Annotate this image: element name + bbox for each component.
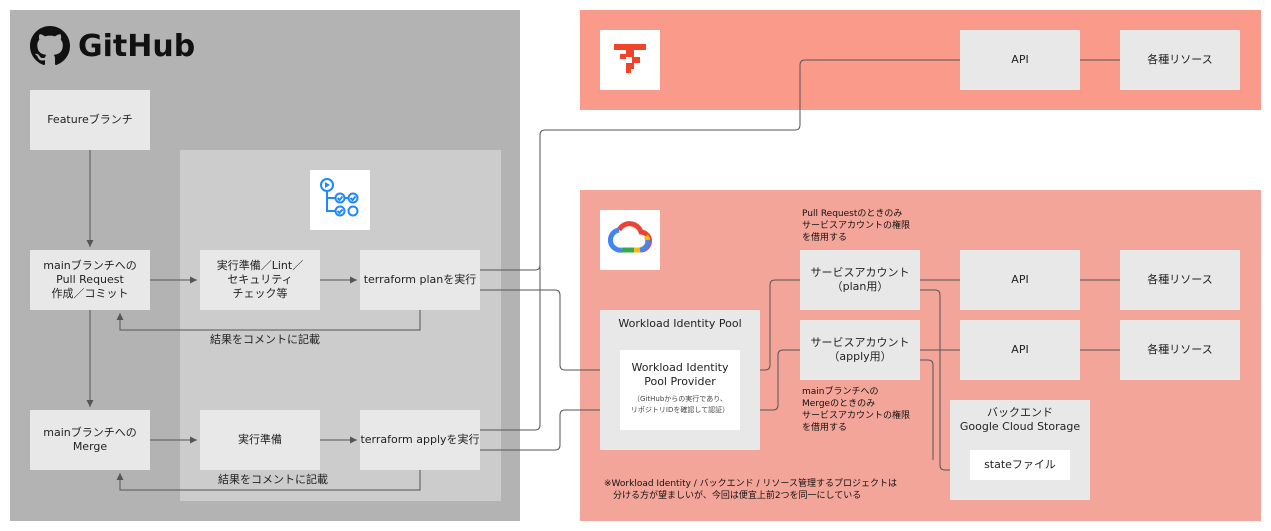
service-account-apply-box: サービスアカウント （apply用）: [800, 320, 920, 380]
footnote: ※Workload Identity / バックエンド / リソース管理するプロ…: [604, 479, 897, 501]
terraform-apply-box: terraform applyを実行: [360, 410, 480, 470]
pull-request-box: mainブランチへの Pull Request 作成／コミット: [30, 250, 150, 310]
terraform-resources-box: 各種リソース: [1120, 30, 1240, 90]
comment-result-label: 結果をコメントに記載: [218, 473, 328, 486]
workload-identity-pool-provider: Workload Identity Pool Provider （GitHubか…: [620, 350, 740, 430]
provider-note: （GitHubからの実行であり、 リポジトリIDを確認して認証）: [630, 395, 730, 414]
google-cloud-icon: [607, 220, 652, 260]
terraform-logo: [600, 30, 660, 90]
merge-note: mainブランチへの Mergeのときのみ サービスアカウントの権限 を借用する: [802, 387, 911, 433]
workload-identity-pool-title: Workload Identity Pool: [618, 317, 742, 330]
github-logo: GitHub: [30, 24, 195, 68]
terraform-plan-box: terraform planを実行: [360, 250, 480, 310]
feature-branch-box: Featureブランチ: [30, 90, 150, 150]
service-account-plan-box: サービスアカウント （plan用）: [800, 250, 920, 310]
github-actions-icon: [318, 176, 362, 224]
gcp-resources-box: 各種リソース: [1120, 320, 1240, 380]
comment-result-label: 結果をコメントに記載: [210, 333, 320, 346]
google-cloud-logo: [600, 210, 660, 270]
merge-box: mainブランチへの Merge: [30, 410, 150, 470]
terraform-api-box: API: [960, 30, 1080, 90]
gcp-resources-box: 各種リソース: [1120, 250, 1240, 310]
terraform-logo-icon: [612, 40, 648, 80]
github-actions-logo: [310, 170, 370, 230]
state-file-box: stateファイル: [970, 450, 1070, 480]
github-icon: [30, 26, 70, 66]
prep-box: 実行準備: [200, 410, 320, 470]
pr-note: Pull Requestのときのみ サービスアカウントの権限 を借用する: [802, 209, 911, 243]
gcp-api-box: API: [960, 320, 1080, 380]
gcp-api-box: API: [960, 250, 1080, 310]
prep-lint-box: 実行準備／Lint／ セキュリティ チェック等: [200, 250, 320, 310]
provider-title: Workload Identity Pool Provider: [631, 361, 729, 388]
github-title: GitHub: [78, 28, 196, 64]
backend-title: バックエンド Google Cloud Storage: [959, 406, 1081, 433]
